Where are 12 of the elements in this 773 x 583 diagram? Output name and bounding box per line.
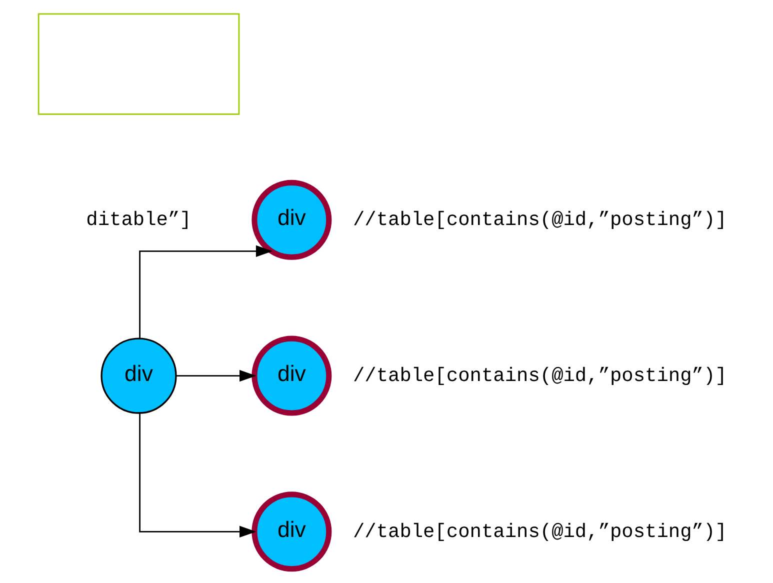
- node-circle: div: [251, 336, 332, 416]
- node-circle: div: [251, 492, 332, 572]
- node-label: //table[contains(@id,”posting”)]: [352, 209, 726, 232]
- node-label: //table[contains(@id,”posting”)]: [352, 520, 726, 543]
- node-box: [37, 13, 240, 115]
- arrow: [138, 414, 256, 538]
- node-circle: div: [251, 180, 332, 260]
- node-circle: div: [100, 338, 176, 414]
- arrow: [176, 370, 256, 382]
- node-label: //table[contains(@id,”posting”)]: [352, 364, 726, 387]
- arrow: [138, 245, 272, 338]
- node-label: ditable”]: [86, 209, 191, 232]
